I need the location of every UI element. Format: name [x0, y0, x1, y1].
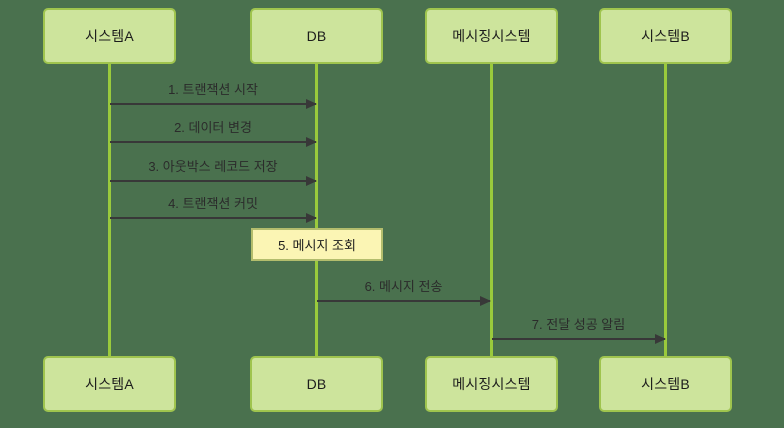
message-arrow-7: 7. 전달 성공 알림 [492, 317, 666, 344]
arrow-line [492, 334, 666, 344]
arrow-line [110, 176, 317, 186]
arrow-line [110, 213, 317, 223]
message-label-6: 6. 메시지 전송 [364, 279, 443, 294]
message-arrow-6: 6. 메시지 전송 [317, 279, 491, 306]
arrowhead-right-icon [306, 137, 317, 147]
message-arrow-2: 2. 데이터 변경 [110, 120, 317, 147]
arrowhead-right-icon [480, 296, 491, 306]
message-arrow-3: 3. 아웃박스 레코드 저장 [110, 159, 317, 186]
participant-top-messaging: 메시징시스템 [425, 8, 558, 64]
participant-bottom-system-a: 시스템A [43, 356, 176, 412]
participant-top-system-b: 시스템B [599, 8, 732, 64]
participant-bottom-db: DB [250, 356, 383, 412]
message-label-3: 3. 아웃박스 레코드 저장 [148, 159, 278, 174]
arrow-line [110, 99, 317, 109]
note-box-message-lookup: 5. 메시지 조회 [251, 228, 383, 261]
message-label-4: 4. 트랜잭션 커밋 [168, 196, 258, 211]
participant-top-db: DB [250, 8, 383, 64]
arrowhead-right-icon [306, 176, 317, 186]
arrowhead-right-icon [306, 99, 317, 109]
lifeline-messaging [490, 64, 493, 356]
message-label-2: 2. 데이터 변경 [174, 120, 252, 135]
arrowhead-right-icon [306, 213, 317, 223]
lifeline-system-a [108, 64, 111, 356]
lifeline-system-b [664, 64, 667, 356]
participant-top-system-a: 시스템A [43, 8, 176, 64]
message-label-1: 1. 트랜잭션 시작 [168, 82, 258, 97]
lifeline-db [315, 64, 318, 356]
message-label-7: 7. 전달 성공 알림 [531, 317, 626, 332]
message-arrow-1: 1. 트랜잭션 시작 [110, 82, 317, 109]
participant-bottom-messaging: 메시징시스템 [425, 356, 558, 412]
arrow-line [317, 296, 491, 306]
arrowhead-right-icon [655, 334, 666, 344]
message-arrow-4: 4. 트랜잭션 커밋 [110, 196, 317, 223]
arrow-line [110, 137, 317, 147]
participant-bottom-system-b: 시스템B [599, 356, 732, 412]
